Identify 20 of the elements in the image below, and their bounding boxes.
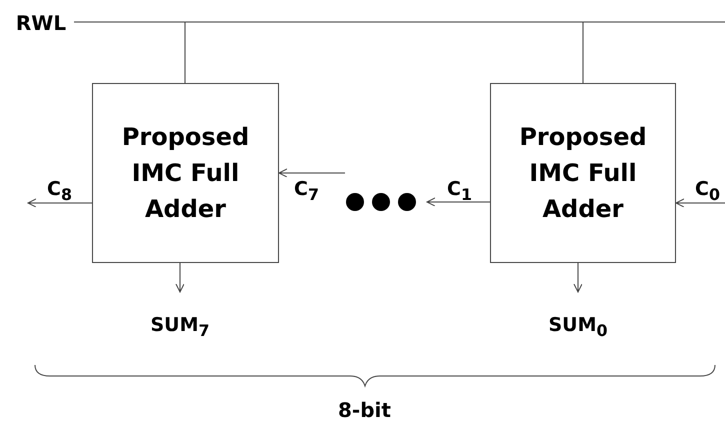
connector-line: [74, 22, 584, 84]
output-signal-name: SUM$_{7}$: [130, 314, 230, 340]
bit-width-label: 8-bit: [338, 400, 391, 420]
arrow: [574, 262, 582, 292]
arrow: [28, 198, 92, 208]
arrow: [278, 168, 346, 178]
full-adder-block: [490, 83, 676, 263]
signal-name: RWL: [8, 10, 74, 36]
output-signal-name: SUM$_{0}$: [528, 314, 628, 340]
edge-label: C$_{7}$: [294, 180, 319, 203]
edge-label: C$_{1}$: [447, 180, 472, 203]
edge-label: C$_{8}$: [47, 180, 72, 203]
ellipsis-dots-icon: [345, 192, 417, 212]
full-adder-block: [92, 83, 279, 263]
arrow: [426, 198, 490, 206]
arrow: [176, 262, 184, 292]
block-title: Proposed IMC Full Adder: [518, 122, 648, 225]
edge-label: C$_{0}$: [695, 180, 720, 203]
arrow: [676, 198, 725, 208]
block-title: Proposed IMC Full Adder: [120, 122, 250, 225]
